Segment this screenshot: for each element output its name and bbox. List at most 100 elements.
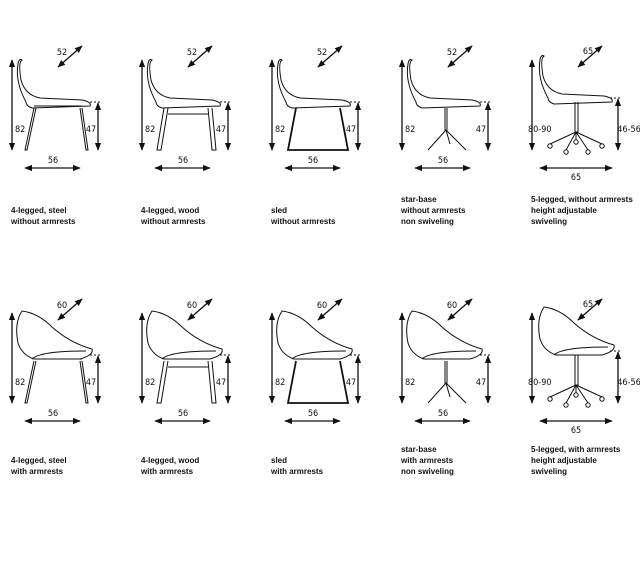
caption-line: without armrests: [401, 206, 466, 215]
chair-shell: [146, 310, 223, 360]
height-label: 80-90: [528, 378, 552, 388]
width-label: 56: [178, 156, 188, 166]
width-label: 65: [571, 426, 581, 436]
width-label: 56: [438, 156, 448, 166]
width-label: 56: [48, 156, 58, 166]
chair-shell: [146, 59, 221, 109]
caster-icon: [563, 149, 569, 155]
caption-line: with armrests: [401, 456, 454, 465]
chair-shell: [276, 310, 353, 360]
chair-drawing: 65 80-90 46-56 65: [528, 298, 640, 436]
height-label: 80-90: [528, 125, 552, 135]
chair-caption: 5-legged, with armrests height adjustable…: [531, 444, 620, 477]
chair-caption: 5-legged, without armrests height adjusta…: [531, 194, 633, 227]
height-label: 82: [145, 125, 155, 135]
caption-line: with armrests: [11, 467, 64, 476]
five-star-base: [549, 355, 603, 404]
caption-line: non swiveling: [401, 467, 454, 476]
chair-shell: [538, 55, 613, 105]
seat-height-label: 47: [346, 125, 356, 135]
height-label: 82: [405, 378, 415, 388]
depth-arrow: [57, 45, 83, 68]
depth-arrow: [447, 45, 473, 68]
depth-label: 52: [317, 48, 327, 58]
caption-line: star-base: [401, 445, 437, 454]
depth-arrow: [57, 298, 83, 321]
caption-line: 4-legged, steel: [11, 206, 67, 215]
depth-label: 60: [187, 301, 197, 311]
seat-height-label: 47: [86, 125, 96, 135]
caption-line: 4-legged, wood: [141, 456, 200, 465]
depth-label: 65: [583, 47, 593, 57]
star-base: [427, 361, 467, 404]
chair-shell: [276, 59, 351, 109]
caption-line: swiveling: [531, 217, 568, 226]
depth-arrow: [577, 298, 603, 321]
wood-legs: [156, 360, 217, 404]
width-label: 56: [438, 409, 448, 419]
caption-line: non swiveling: [401, 217, 454, 226]
seat-height-label: 47: [476, 125, 486, 135]
chair-caption: 4-legged, steel without armrests: [11, 205, 75, 227]
seat-height-label: 46-56: [617, 125, 640, 135]
caption-line: without armrests: [141, 217, 206, 226]
depth-label: 60: [447, 301, 457, 311]
height-label: 82: [15, 125, 25, 135]
caster-icon: [563, 402, 569, 408]
caption-line: with armrests: [141, 467, 194, 476]
caster-icon: [599, 143, 605, 149]
chair-caption: star-base without armrests non swiveling: [401, 194, 465, 227]
depth-label: 52: [187, 48, 197, 58]
star-base: [427, 108, 467, 151]
caster-icon: [573, 139, 579, 145]
caster-icon: [547, 143, 553, 149]
caster-icon: [585, 402, 591, 408]
caster-icon: [573, 392, 579, 398]
height-label: 82: [405, 125, 415, 135]
height-label: 82: [275, 378, 285, 388]
steel-legs: [24, 358, 89, 404]
depth-arrow: [577, 45, 603, 68]
chair-drawing: 52 82 47 56: [8, 45, 102, 172]
depth-label: 60: [317, 301, 327, 311]
chair-shell: [406, 59, 481, 109]
seat-height-label: 47: [86, 378, 96, 388]
caption-line: 5-legged, without armrests: [531, 195, 633, 204]
depth-arrow: [187, 298, 213, 321]
five-star-base: [549, 102, 603, 151]
depth-arrow: [317, 298, 343, 321]
wood-legs: [156, 107, 217, 151]
caption-line: height adjustable: [531, 456, 597, 465]
chair-caption: sled without armrests: [271, 205, 335, 227]
caption-line: without armrests: [11, 217, 76, 226]
seat-height-label: 46-56: [617, 378, 640, 388]
depth-arrow: [187, 45, 213, 68]
depth-label: 52: [57, 48, 67, 58]
depth-arrow: [317, 45, 343, 68]
caster-icon: [585, 149, 591, 155]
caption-line: sled: [271, 206, 288, 215]
caption-line: swiveling: [531, 467, 568, 476]
depth-label: 65: [583, 300, 593, 310]
caption-line: 5-legged, with armrests: [531, 445, 621, 454]
depth-arrow: [447, 298, 473, 321]
sled-frame: [286, 360, 350, 404]
width-label: 56: [308, 156, 318, 166]
chair-shell: [16, 310, 93, 360]
caption-line: star-base: [401, 195, 437, 204]
caption-line: height adjustable: [531, 206, 597, 215]
caption-line: without armrests: [271, 217, 336, 226]
seat-height-label: 47: [216, 378, 226, 388]
width-label: 56: [178, 409, 188, 419]
chair-shell: [406, 310, 483, 360]
chair-caption: 4-legged, wood with armrests: [141, 455, 199, 477]
